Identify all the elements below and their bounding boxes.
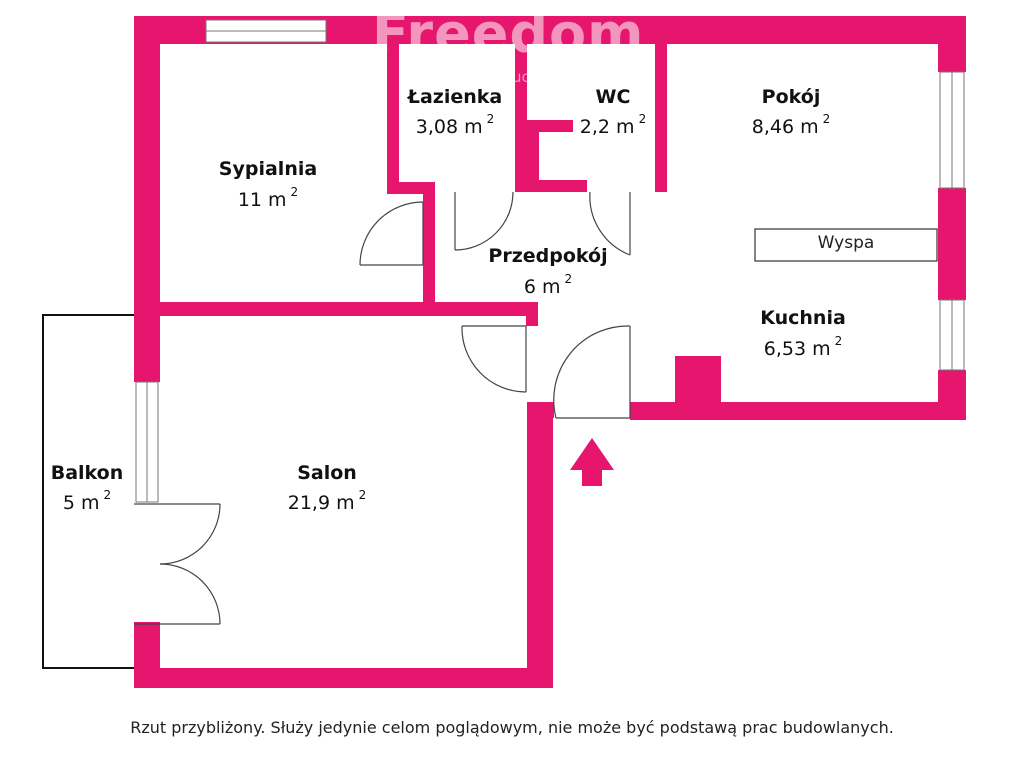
room-name-salon: Salon	[297, 462, 357, 484]
windows	[135, 19, 965, 503]
kitchen-island	[754, 228, 938, 262]
watermark-subtext: ucho	[512, 68, 549, 86]
disclaimer-text: Rzut przybliżony. Służy jedynie celom po…	[130, 718, 894, 737]
room-name-balkon: Balkon	[50, 462, 124, 484]
watermark-logo: Freedom	[372, 2, 645, 65]
doors	[134, 191, 631, 625]
room-name-kuchnia: Kuchnia	[760, 307, 846, 329]
balcony-outline	[42, 314, 134, 669]
room-name-pokoj: Pokój	[761, 86, 821, 108]
room-name-przedpokoj: Przedpokój	[488, 245, 608, 267]
island-label: Wyspa	[817, 233, 875, 253]
entrance-arrow-icon	[570, 438, 614, 486]
room-name-lazienka: Łazienka	[407, 86, 503, 108]
room-name-sypialnia: Sypialnia	[218, 158, 318, 180]
walls	[134, 16, 966, 688]
room-name-wc: WC	[595, 86, 631, 108]
